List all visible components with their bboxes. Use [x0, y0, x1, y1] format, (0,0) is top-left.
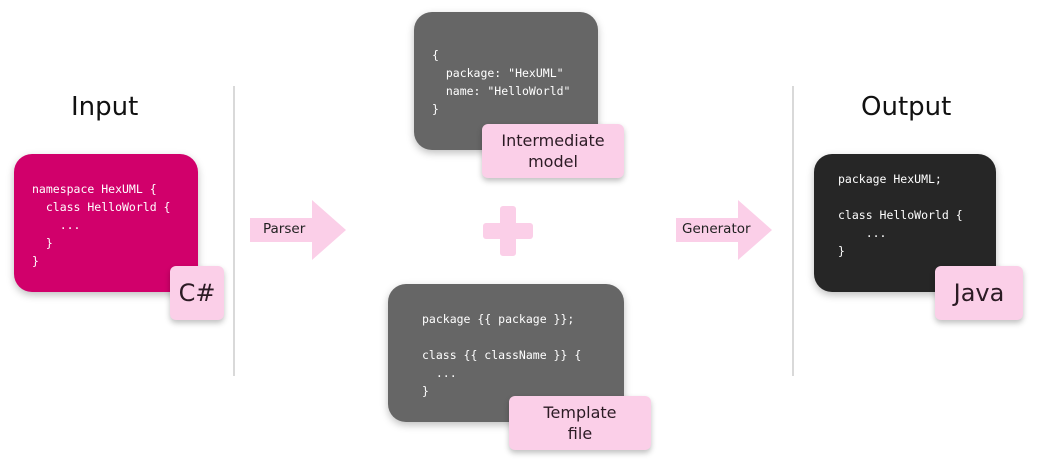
- parser-arrow-shape: [250, 200, 346, 260]
- input-code-card: namespace HexUML { class HelloWorld { ..…: [14, 154, 198, 292]
- template-file-tag: Template file: [509, 396, 651, 450]
- generator-label: Generator: [682, 221, 751, 237]
- output-heading: Output: [861, 92, 952, 122]
- right-divider: [792, 86, 794, 376]
- model-code: { package: "HexUML" name: "HelloWorld" }: [432, 48, 571, 116]
- java-tag: Java: [935, 266, 1023, 320]
- output-code: package HexUML; class HelloWorld { ... }: [838, 172, 963, 258]
- template-code: package {{ package }}; class {{ classNam…: [422, 312, 582, 398]
- parser-label: Parser: [263, 221, 306, 237]
- generator-arrow-shape: [676, 200, 772, 260]
- left-divider: [233, 86, 235, 376]
- input-heading: Input: [71, 92, 139, 122]
- generator-arrow: [676, 200, 772, 260]
- parser-arrow: [250, 200, 346, 260]
- plus-sign: [483, 206, 533, 256]
- csharp-tag: C#: [170, 266, 224, 320]
- input-code: namespace HexUML { class HelloWorld { ..…: [32, 182, 171, 268]
- intermediate-model-tag: Intermediate model: [482, 124, 624, 178]
